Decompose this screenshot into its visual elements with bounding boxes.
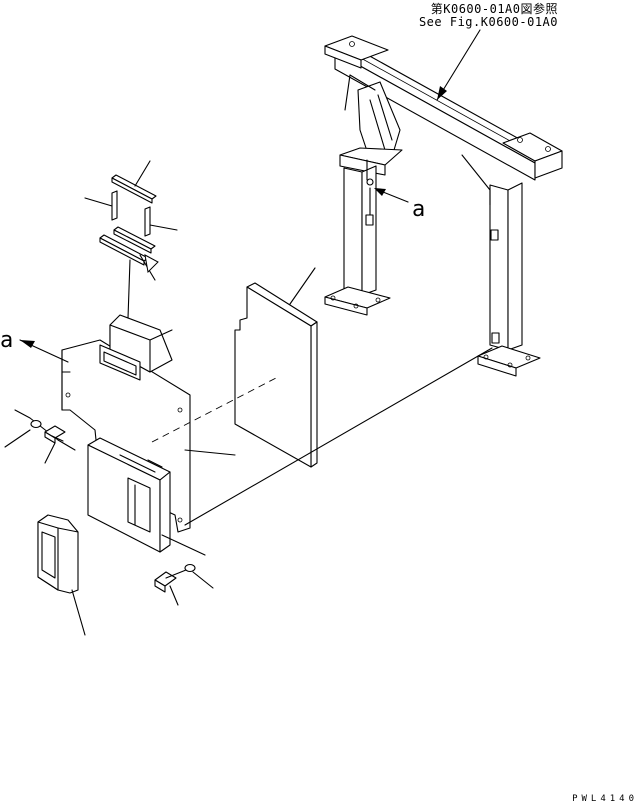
bolt-washer-right <box>154 534 214 606</box>
loose-cover <box>37 514 86 636</box>
figure-reference-english: See Fig.K0600-01A0 <box>418 15 558 29</box>
figure-reference-japanese: 第K0600-01A0図参照 <box>430 2 558 16</box>
reference-leader-arrow <box>437 86 447 100</box>
reference-leader-line <box>436 29 481 101</box>
seal-strips <box>84 160 178 319</box>
bolt-washer-left <box>4 409 76 464</box>
connection-mark-a-left: a <box>0 328 14 353</box>
board-panel <box>234 267 318 468</box>
cover-leader <box>184 449 236 456</box>
drawing-code: PWL4140 <box>572 794 638 804</box>
assembly-line <box>184 347 493 526</box>
support-frame <box>324 35 563 377</box>
cover-plate <box>61 314 191 553</box>
connection-mark-a-right: a <box>412 197 426 222</box>
